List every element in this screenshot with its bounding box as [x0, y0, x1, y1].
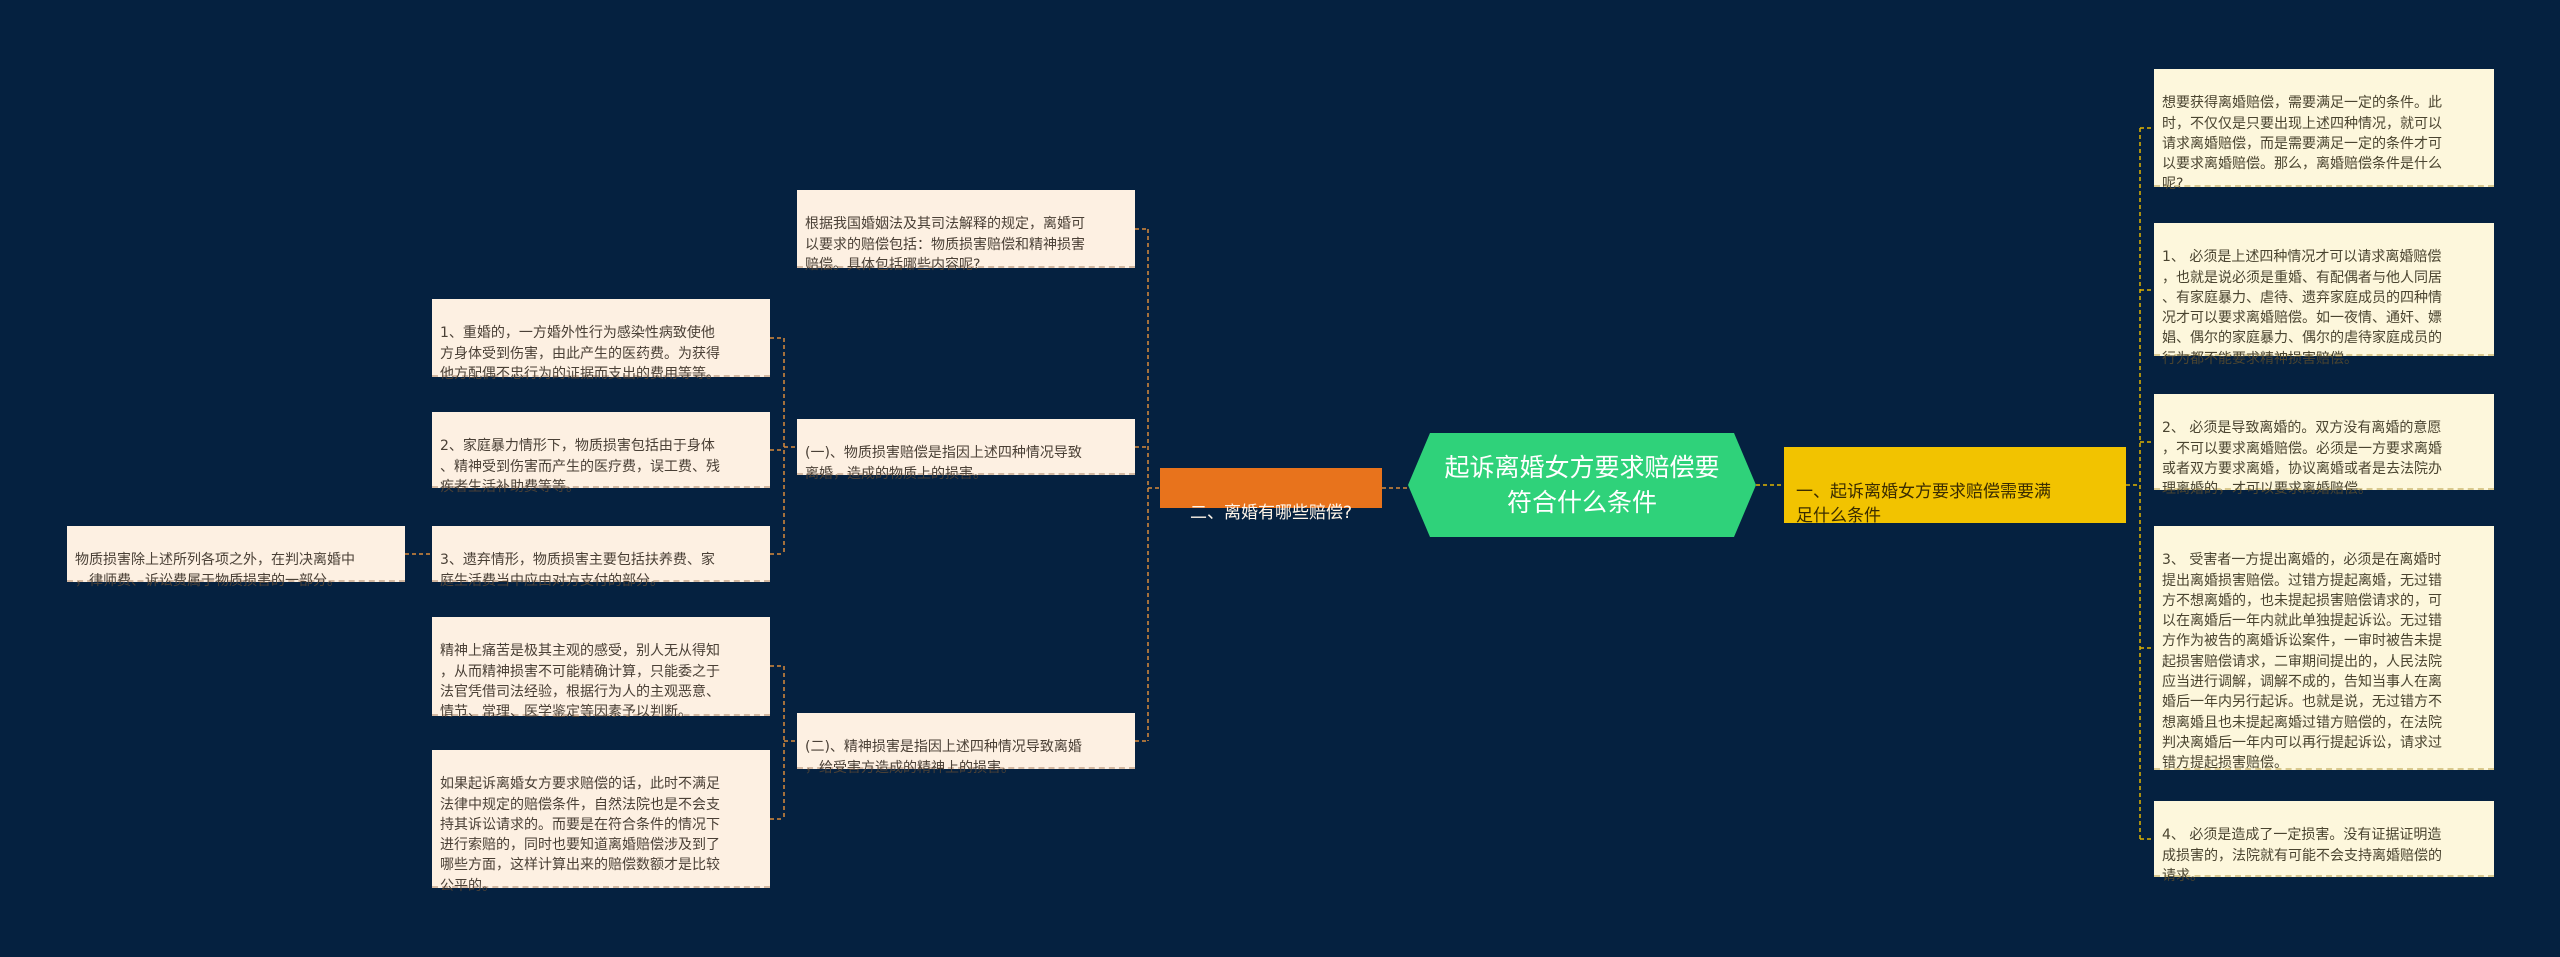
right-item-text: 2、 必须是导致离婚的。双方没有离婚的意愿 ，不可以要求离婚赔偿。必须是一方要求…: [2162, 420, 2442, 498]
mental-damage-label: (二)、精神损害是指因上述四种情况导致离婚 ，给受害方造成的精神上的损害。: [805, 739, 1082, 776]
material-item-text: 3、遗弃情形，物质损害主要包括扶养费、家 庭生活费当中应由对方支付的部分。: [440, 552, 715, 589]
material-item-2[interactable]: 2、家庭暴力情形下，物质损害包括由于身体 、精神受到伤害而产生的医疗费，误工费、…: [432, 412, 770, 495]
material-note-text: 物质损害除上述所列各项之外，在判决离婚中 ，律师费、诉讼费属于物质损害的一部分。: [75, 552, 355, 589]
root-title: 起诉离婚女方要求赔偿要 符合什么条件: [1444, 453, 1720, 517]
right-item-2[interactable]: 2、 必须是导致离婚的。双方没有离婚的意愿 ，不可以要求离婚赔偿。必须是一方要求…: [2154, 394, 2494, 497]
right-item-text: 想要获得离婚赔偿，需要满足一定的条件。此 时，不仅仅是只要出现上述四种情况，就可…: [2162, 95, 2442, 193]
material-item-text: 1、重婚的，一方婚外性行为感染性病致使他 方身体受到伤害，由此产生的医药费。为获…: [440, 325, 720, 382]
material-damage-label: (一)、物质损害赔偿是指因上述四种情况导致 离婚，造成的物质上的损害。: [805, 445, 1082, 482]
left-category-label: 二、离婚有哪些赔偿?: [1189, 502, 1353, 523]
right-item-text: 1、 必须是上述四种情况才可以请求离婚赔偿 ，也就是说必须是重婚、有配偶者与他人…: [2162, 249, 2442, 367]
left-intro-text: 根据我国婚姻法及其司法解释的规定，离婚可 以要求的赔偿包括：物质损害赔偿和精神损…: [805, 216, 1085, 273]
material-note-node[interactable]: 物质损害除上述所列各项之外，在判决离婚中 ，律师费、诉讼费属于物质损害的一部分。: [67, 526, 405, 589]
right-item-4[interactable]: 4、 必须是造成了一定损害。没有证据证明造 成损害的，法院就有可能不会支持离婚赔…: [2154, 801, 2494, 884]
left-category-node[interactable]: 二、离婚有哪些赔偿?: [1160, 468, 1382, 523]
root-topic[interactable]: 起诉离婚女方要求赔偿要 符合什么条件: [1408, 433, 1756, 537]
left-intro-node[interactable]: 根据我国婚姻法及其司法解释的规定，离婚可 以要求的赔偿包括：物质损害赔偿和精神损…: [797, 190, 1135, 273]
right-item-3[interactable]: 3、 受害者一方提出离婚的，必须是在离婚时 提出离婚损害赔偿。过错方提起离婚，无…: [2154, 526, 2494, 772]
right-item-1[interactable]: 1、 必须是上述四种情况才可以请求离婚赔偿 ，也就是说必须是重婚、有配偶者与他人…: [2154, 223, 2494, 367]
material-item-1[interactable]: 1、重婚的，一方婚外性行为感染性病致使他 方身体受到伤害，由此产生的医药费。为获…: [432, 299, 770, 382]
mental-item-text: 如果起诉离婚女方要求赔偿的话，此时不满足 法律中规定的赔偿条件，自然法院也是不会…: [440, 776, 720, 894]
mental-item-text: 精神上痛苦是极其主观的感受，别人无从得知 ，从而精神损害不可能精确计算，只能委之…: [440, 643, 720, 721]
right-item-text: 3、 受害者一方提出离婚的，必须是在离婚时 提出离婚损害赔偿。过错方提起离婚，无…: [2162, 552, 2442, 772]
material-item-3[interactable]: 3、遗弃情形，物质损害主要包括扶养费、家 庭生活费当中应由对方支付的部分。: [432, 526, 770, 589]
mental-damage-node[interactable]: (二)、精神损害是指因上述四种情况导致离婚 ，给受害方造成的精神上的损害。: [797, 713, 1135, 776]
mental-item-1[interactable]: 精神上痛苦是极其主观的感受，别人无从得知 ，从而精神损害不可能精确计算，只能委之…: [432, 617, 770, 720]
material-item-text: 2、家庭暴力情形下，物质损害包括由于身体 、精神受到伤害而产生的医疗费，误工费、…: [440, 438, 720, 495]
right-item-intro[interactable]: 想要获得离婚赔偿，需要满足一定的条件。此 时，不仅仅是只要出现上述四种情况，就可…: [2154, 69, 2494, 192]
right-category-label: 一、起诉离婚女方要求赔偿需要满 足什么条件: [1796, 481, 2051, 527]
material-damage-node[interactable]: (一)、物质损害赔偿是指因上述四种情况导致 离婚，造成的物质上的损害。: [797, 419, 1135, 482]
mental-item-2[interactable]: 如果起诉离婚女方要求赔偿的话，此时不满足 法律中规定的赔偿条件，自然法院也是不会…: [432, 750, 770, 894]
right-category-node[interactable]: 一、起诉离婚女方要求赔偿需要满 足什么条件: [1784, 447, 2126, 526]
right-item-text: 4、 必须是造成了一定损害。没有证据证明造 成损害的，法院就有可能不会支持离婚赔…: [2162, 827, 2442, 884]
